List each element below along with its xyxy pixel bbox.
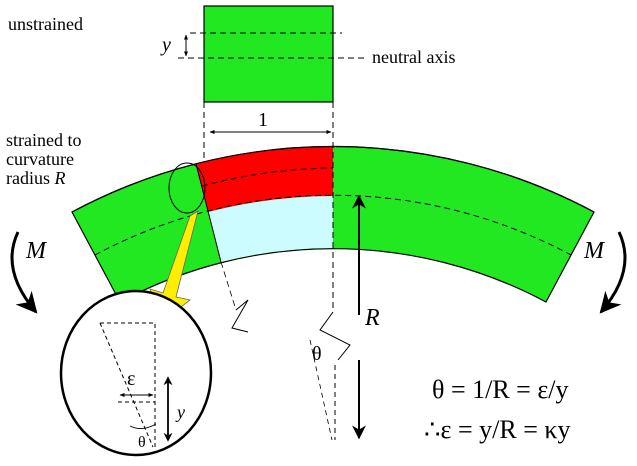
dash-radial-left [220,261,237,311]
element-left-edge [195,163,222,263]
equation-line-2: ∴ε = y/R = κy [424,415,570,444]
neutral-axis-curved [94,194,572,256]
label-y: y [160,34,171,56]
label-strained-2: curvature [6,149,74,169]
inset-theta-arc [129,423,157,429]
moment-arrow-right [599,231,627,314]
inset-label-epsilon: ε [127,368,135,390]
dash-theta-slant [309,339,333,441]
magnifier-circle [168,162,206,214]
break-zigzag-right [319,311,351,361]
unstrained-block [203,5,334,103]
offset-fiber-curved [201,167,334,187]
label-radius: R [364,305,380,331]
moment-arrow-left [10,231,38,314]
label-strained-3: radius R [6,168,66,188]
label-unstrained: unstrained [8,14,83,34]
label-moment-left: M [25,238,48,264]
compression-region [208,196,333,262]
inset-label-theta: θ [138,434,146,451]
inset-wedge [99,322,156,448]
break-zigzag-left [231,299,249,333]
label-strained-1: strained to [6,130,81,150]
label-neutral-axis: neutral axis [372,47,455,67]
tension-region [196,146,333,212]
equation-line-1: θ = 1/R = ε/y [432,375,569,404]
label-moment-right: M [583,238,606,264]
label-unit-length: 1 [258,109,268,131]
inset-circle [59,289,213,457]
inset-label-y: y [175,402,185,422]
label-theta: θ [312,343,322,365]
